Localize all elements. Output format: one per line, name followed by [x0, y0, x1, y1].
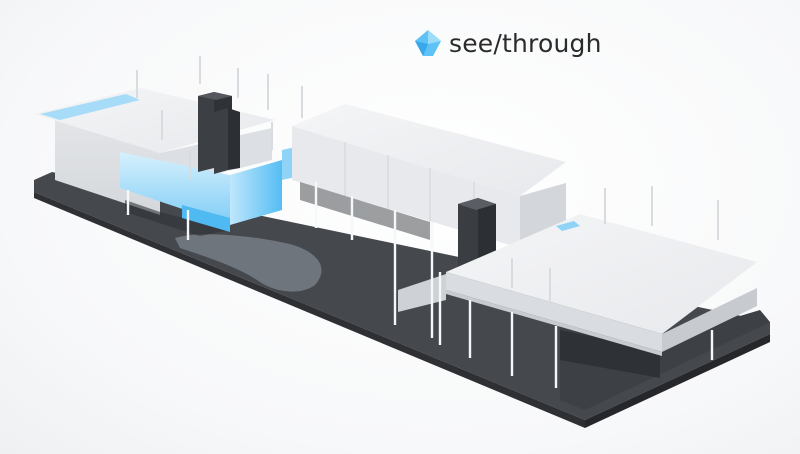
columns	[126, 182, 714, 388]
center-building-block	[292, 104, 566, 248]
right-building-block	[398, 214, 770, 410]
roof-antennas	[136, 56, 719, 306]
brand-name: see/through	[449, 28, 602, 58]
diamond-logo-icon	[415, 30, 441, 56]
dark-towers	[198, 92, 496, 276]
brand-logo: see/through	[413, 28, 602, 58]
